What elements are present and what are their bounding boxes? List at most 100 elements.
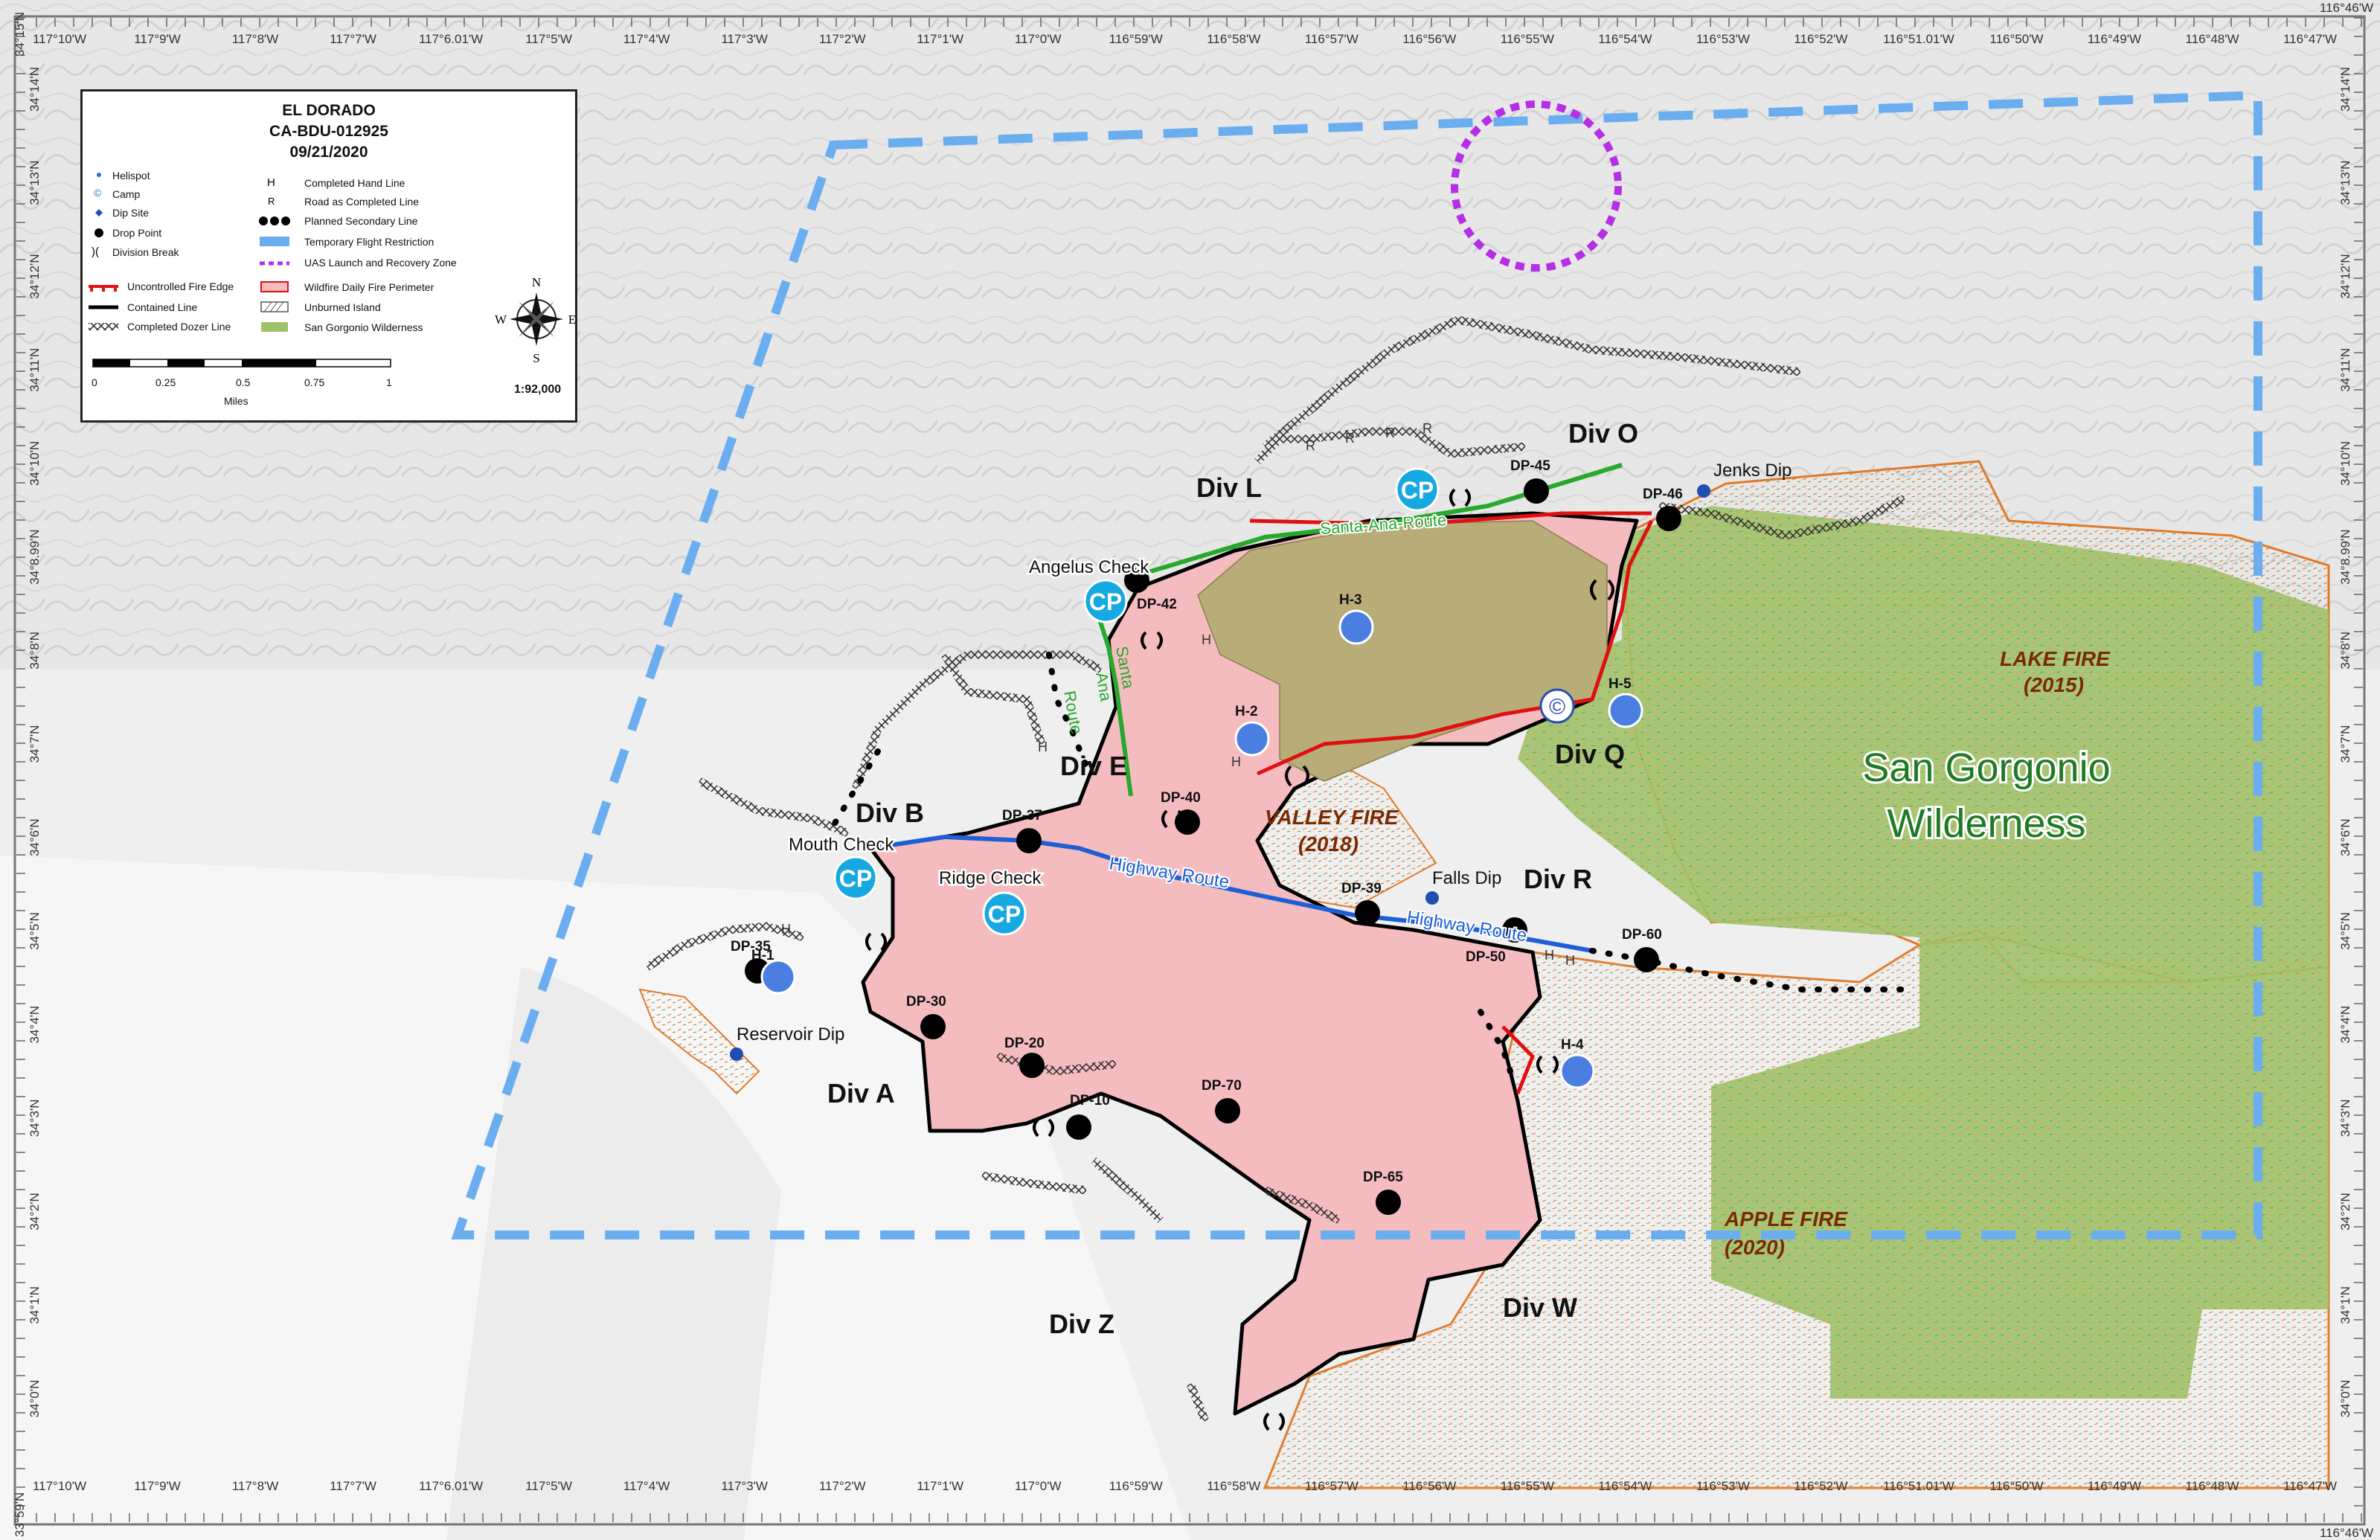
helispot-label: H-1 (751, 948, 774, 963)
dip-site-icon[interactable] (1697, 484, 1710, 498)
legend-item-wilderness: San Gorgonio Wilderness (304, 321, 423, 333)
helispot-marker[interactable] (760, 959, 796, 995)
longitude-label: 116°53'W (1696, 32, 1750, 46)
latitude-label: 34°10'N (2338, 441, 2352, 486)
dip-site-icon[interactable] (1425, 891, 1439, 905)
helispot-marker[interactable] (1338, 609, 1374, 645)
dp-label: DP-46 (1643, 487, 1683, 502)
camp-icon[interactable] (1539, 688, 1575, 724)
drop-point-marker[interactable] (1634, 947, 1659, 972)
cp-icon: CP (839, 865, 872, 892)
latitude-label: 34°12'N (2338, 254, 2352, 298)
latitude-label: 34°8'N (2338, 632, 2352, 670)
road-line-icon: R (268, 196, 275, 207)
longitude-label: 116°54'W (1598, 32, 1652, 46)
longitude-label: 117°10'W (33, 32, 86, 46)
longitude-label: 117°5'W (525, 32, 572, 46)
helispot-marker[interactable] (1608, 693, 1643, 728)
drop-point-marker[interactable] (1656, 506, 1681, 531)
latitude-label: 34°0'N (28, 1380, 42, 1418)
latitude-label: 34°1'N (28, 1286, 42, 1324)
checkpoint-ridge[interactable]: CP (982, 891, 1027, 936)
cp-icon: CP (1401, 477, 1434, 504)
latitude-labels-right: 34°14'N34°13'N34°12'N34°11'N34°10'N34°8.… (2338, 67, 2352, 1417)
checkpoint-angelus[interactable]: CP (1083, 579, 1128, 623)
checkpoint-mouth[interactable]: CP (833, 856, 878, 900)
dp-label: DP-30 (906, 994, 946, 1010)
legend-item-helispot: Helispot (112, 170, 150, 182)
legend-item-unburned: Unburned Island (304, 301, 381, 313)
helispot-label: H-3 (1339, 592, 1362, 608)
drop-point-marker[interactable] (1175, 809, 1200, 835)
latitude-label: 34°12'N (28, 254, 42, 298)
longitude-label: 116°55'W (1501, 32, 1554, 46)
helispot-marker[interactable] (1234, 721, 1270, 757)
dip-label: Reservoir Dip (737, 1024, 844, 1045)
longitude-label: 116°51.01'W (1883, 1479, 1954, 1493)
dp-label: DP-42 (1137, 597, 1177, 612)
drop-point-marker[interactable] (1355, 900, 1380, 925)
dip-label: Falls Dip (1432, 868, 1501, 888)
latitude-label: 34°0'N (2338, 1380, 2352, 1418)
drop-point-marker[interactable] (1502, 917, 1527, 943)
longitude-label: 116°52'W (1794, 1479, 1847, 1493)
helispot-label: H-5 (1608, 676, 1632, 692)
corner-label: 116°46'W (2320, 1526, 2373, 1540)
latitude-label: 34°13'N (28, 161, 42, 205)
drop-point-marker[interactable] (920, 1014, 946, 1039)
drop-point-marker[interactable] (1066, 1114, 1091, 1140)
legend-item-camp: Camp (112, 188, 141, 200)
drop-point-marker[interactable] (1019, 1053, 1045, 1078)
longitude-label: 116°57'W (1305, 1479, 1359, 1493)
hand-line-label: H (1565, 953, 1575, 968)
latitude-label: 34°2'N (2338, 1193, 2352, 1231)
checkpoint-label: Ridge Check (939, 868, 1042, 888)
checkpoint-div-l[interactable]: CP (1395, 467, 1440, 512)
longitude-label: 116°58'W (1207, 32, 1260, 46)
longitude-label: 117°7'W (330, 32, 376, 46)
latitude-label: 34°1'N (2338, 1286, 2352, 1324)
longitude-label: 116°56'W (1402, 32, 1456, 46)
compass-n: N (532, 275, 541, 289)
longitude-label: 116°52'W (1794, 32, 1847, 46)
division-label: Div E (1060, 751, 1127, 781)
hand-line-label: H (1545, 948, 1554, 963)
latitude-label: 34°4'N (2338, 1006, 2352, 1044)
drop-point-marker[interactable] (1124, 568, 1149, 593)
drop-point-marker[interactable] (1376, 1190, 1401, 1215)
division-label: Div Q (1555, 739, 1625, 769)
legend-item-tfr: Temporary Flight Restriction (304, 236, 434, 248)
compass-rose-icon (510, 292, 563, 346)
dp-label: DP-37 (1002, 808, 1042, 824)
legend-item-drop-point: Drop Point (112, 227, 162, 239)
latitude-label: 34°6'N (2338, 818, 2352, 856)
longitude-label: 116°47'W (2283, 32, 2337, 46)
legend-item-dip-site: Dip Site (112, 207, 150, 219)
drop-points (745, 478, 1681, 1215)
legend-item-contained: Contained Line (127, 301, 198, 313)
drop-point-marker[interactable] (1524, 478, 1549, 504)
road-line-label: R (1385, 426, 1395, 440)
scale-tick: 0.5 (236, 376, 251, 388)
longitude-label: 117°6.01'W (419, 1479, 483, 1493)
longitude-label: 116°59'W (1109, 32, 1163, 46)
hand-line-label: H (1202, 632, 1211, 647)
longitude-label: 116°48'W (2185, 1479, 2239, 1493)
dip-site-icon[interactable] (730, 1047, 743, 1061)
longitude-label: 117°9'W (134, 1479, 181, 1493)
longitude-label: 116°49'W (2088, 32, 2141, 46)
historic-fire-year: (2020) (1725, 1236, 1785, 1259)
scale-tick: 0.75 (304, 376, 325, 388)
division-label: Div B (856, 798, 924, 828)
drop-point-marker[interactable] (1215, 1098, 1240, 1123)
historic-fire-year: (2015) (2024, 673, 2084, 696)
drop-point-marker[interactable] (1016, 828, 1042, 853)
longitude-label: 117°1'W (917, 1479, 963, 1493)
latitude-label: 34°3'N (28, 1100, 42, 1138)
latitude-label: 34°14'N (2338, 67, 2352, 112)
camp-icon: © (94, 187, 102, 199)
helispot-marker[interactable] (1559, 1053, 1595, 1089)
dip-label: Jenks Dip (1713, 461, 1792, 481)
